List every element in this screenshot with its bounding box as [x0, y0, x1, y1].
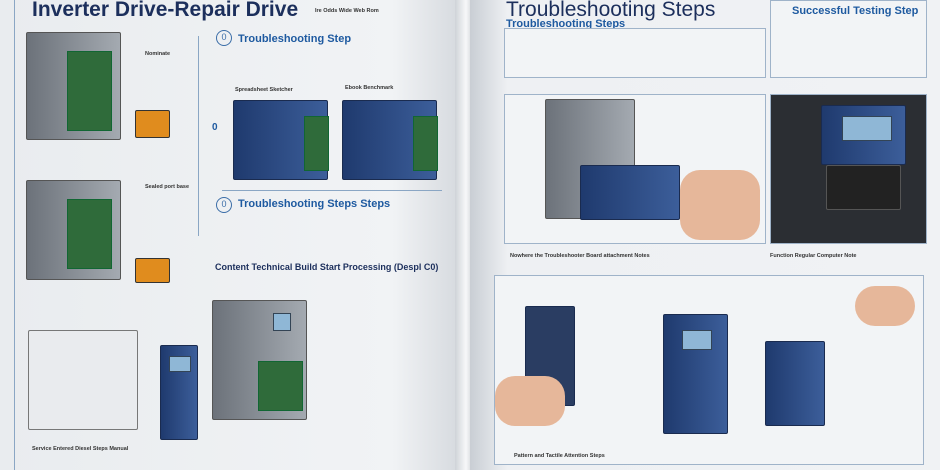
- margin-line: [14, 0, 15, 470]
- right-page: Troubleshooting Steps Troubleshooting St…: [470, 0, 940, 470]
- connector-image-2: [135, 258, 170, 283]
- page-title: Troubleshooting Steps: [506, 0, 716, 21]
- callout-label: Nominate: [145, 51, 171, 57]
- page-subtitle: Troubleshooting Steps: [506, 18, 626, 30]
- image-caption: Spreadsheet Sketcher: [235, 87, 293, 93]
- image-caption: Ebook Benchmark: [345, 85, 394, 91]
- side-heading: Successful Testing Step: [792, 5, 919, 17]
- step-number: 0: [216, 30, 232, 46]
- inverter-drive-image: [26, 32, 121, 140]
- connector-image: [135, 110, 170, 138]
- step-number: 0: [216, 197, 232, 213]
- inverter-cabinet-image: [212, 300, 307, 420]
- drive-unit-image: [233, 100, 329, 180]
- page-subtitle: Ire Odds Wide Web Rom: [315, 8, 379, 14]
- section-heading: Troubleshooting Steps Steps: [238, 198, 391, 210]
- inverter-drive-image-2: [26, 180, 121, 280]
- image-box: [504, 94, 766, 244]
- caption: Function Regular Computer Note: [770, 253, 857, 259]
- drive-unit-image-2: [342, 100, 438, 180]
- side-number: 0: [212, 122, 218, 133]
- divider: [222, 190, 442, 191]
- side-text-box: [770, 0, 927, 78]
- section-heading: Troubleshooting Step: [238, 33, 352, 45]
- callout-label-2: Sealed port base: [145, 184, 190, 190]
- footer-caption: Pattern and Tactile Attention Steps: [514, 453, 605, 459]
- footer-caption: Service Entered Diesel Steps Manual: [32, 446, 129, 452]
- wiring-diagram-box: [494, 275, 924, 465]
- caption: Nowhere the Troubleshooter Board attachm…: [510, 253, 650, 259]
- photo-box: [770, 94, 927, 244]
- text-box: [504, 28, 766, 78]
- left-page: Inverter Drive-Repair Drive Ire Odds Wid…: [0, 0, 462, 470]
- divider: [198, 36, 199, 236]
- controller-image: [160, 345, 198, 440]
- control-board-image: [28, 330, 138, 430]
- section-heading: Content Technical Build Start Processing…: [215, 262, 439, 272]
- page-title: Inverter Drive-Repair Drive: [32, 0, 299, 21]
